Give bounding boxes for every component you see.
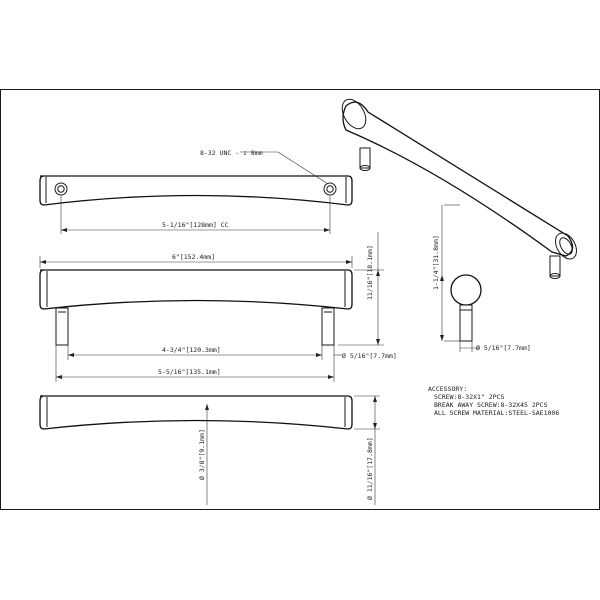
screw-hole-right [323, 182, 337, 196]
thread-label: 8-32 UNC - ↧ 8mm [200, 149, 263, 157]
side-view-outline [39, 269, 353, 310]
iso-body [342, 101, 574, 257]
post-left [55, 307, 69, 346]
accessory-title: ACCESSORY: [428, 385, 467, 393]
end-view: 1-1/4"[31.8mm] Ø 5/16"[7.7mm] [432, 204, 531, 352]
screw-hole-left [54, 182, 68, 196]
accessory-notes: ACCESSORY: SCREW:8-32X1" 2PCS BREAK AWAY… [428, 385, 559, 417]
foot-span-label: 5-5/16"[135.1mm] [158, 368, 221, 376]
drawing-frame [0, 89, 600, 510]
cc-dimension-label: 5-1/16"[128mm] CC [162, 221, 229, 229]
end-view-post [459, 304, 473, 342]
accessory-line-1: SCREW:8-32X1" 2PCS [434, 393, 505, 401]
height-side-label: 11/16"[18.1mm] [366, 245, 374, 300]
post-spacing-label: 4-3/4"[120.3mm] [162, 346, 221, 354]
bottom-view-outline [39, 395, 353, 430]
accessory-line-2: BREAK AWAY SCREW:8-32X45 2PCS [434, 401, 548, 409]
accessory-line-3: ALL SCREW MATERIAL:STEEL-SAE1006 [434, 409, 559, 417]
end-dia-label: Ø 11/16"[17.8mm] [366, 437, 374, 500]
end-view-knob [450, 274, 482, 306]
bottom-view: Ø 3/8"[9.1mm] Ø 11/16"[17.8mm] [39, 395, 380, 505]
side-view: 6"[152.4mm] 11/16"[18.1mm] 4-3/4"[120.3m… [39, 232, 397, 382]
post-right [321, 307, 335, 346]
post-dia-label: Ø 5/16"[7.7mm] [342, 352, 397, 360]
isometric-view [341, 98, 577, 279]
center-dia-label: Ø 3/8"[9.1mm] [198, 429, 206, 480]
end-height-label: 1-1/4"[31.8mm] [432, 235, 440, 290]
end-post-dia-label: Ø 5/16"[7.7mm] [476, 344, 531, 352]
overall-length-label: 6"[152.4mm] [172, 253, 215, 261]
top-view-outline [39, 175, 353, 206]
top-view: 5-1/16"[128mm] CC 8-32 UNC - ↧ 8mm [39, 149, 353, 234]
